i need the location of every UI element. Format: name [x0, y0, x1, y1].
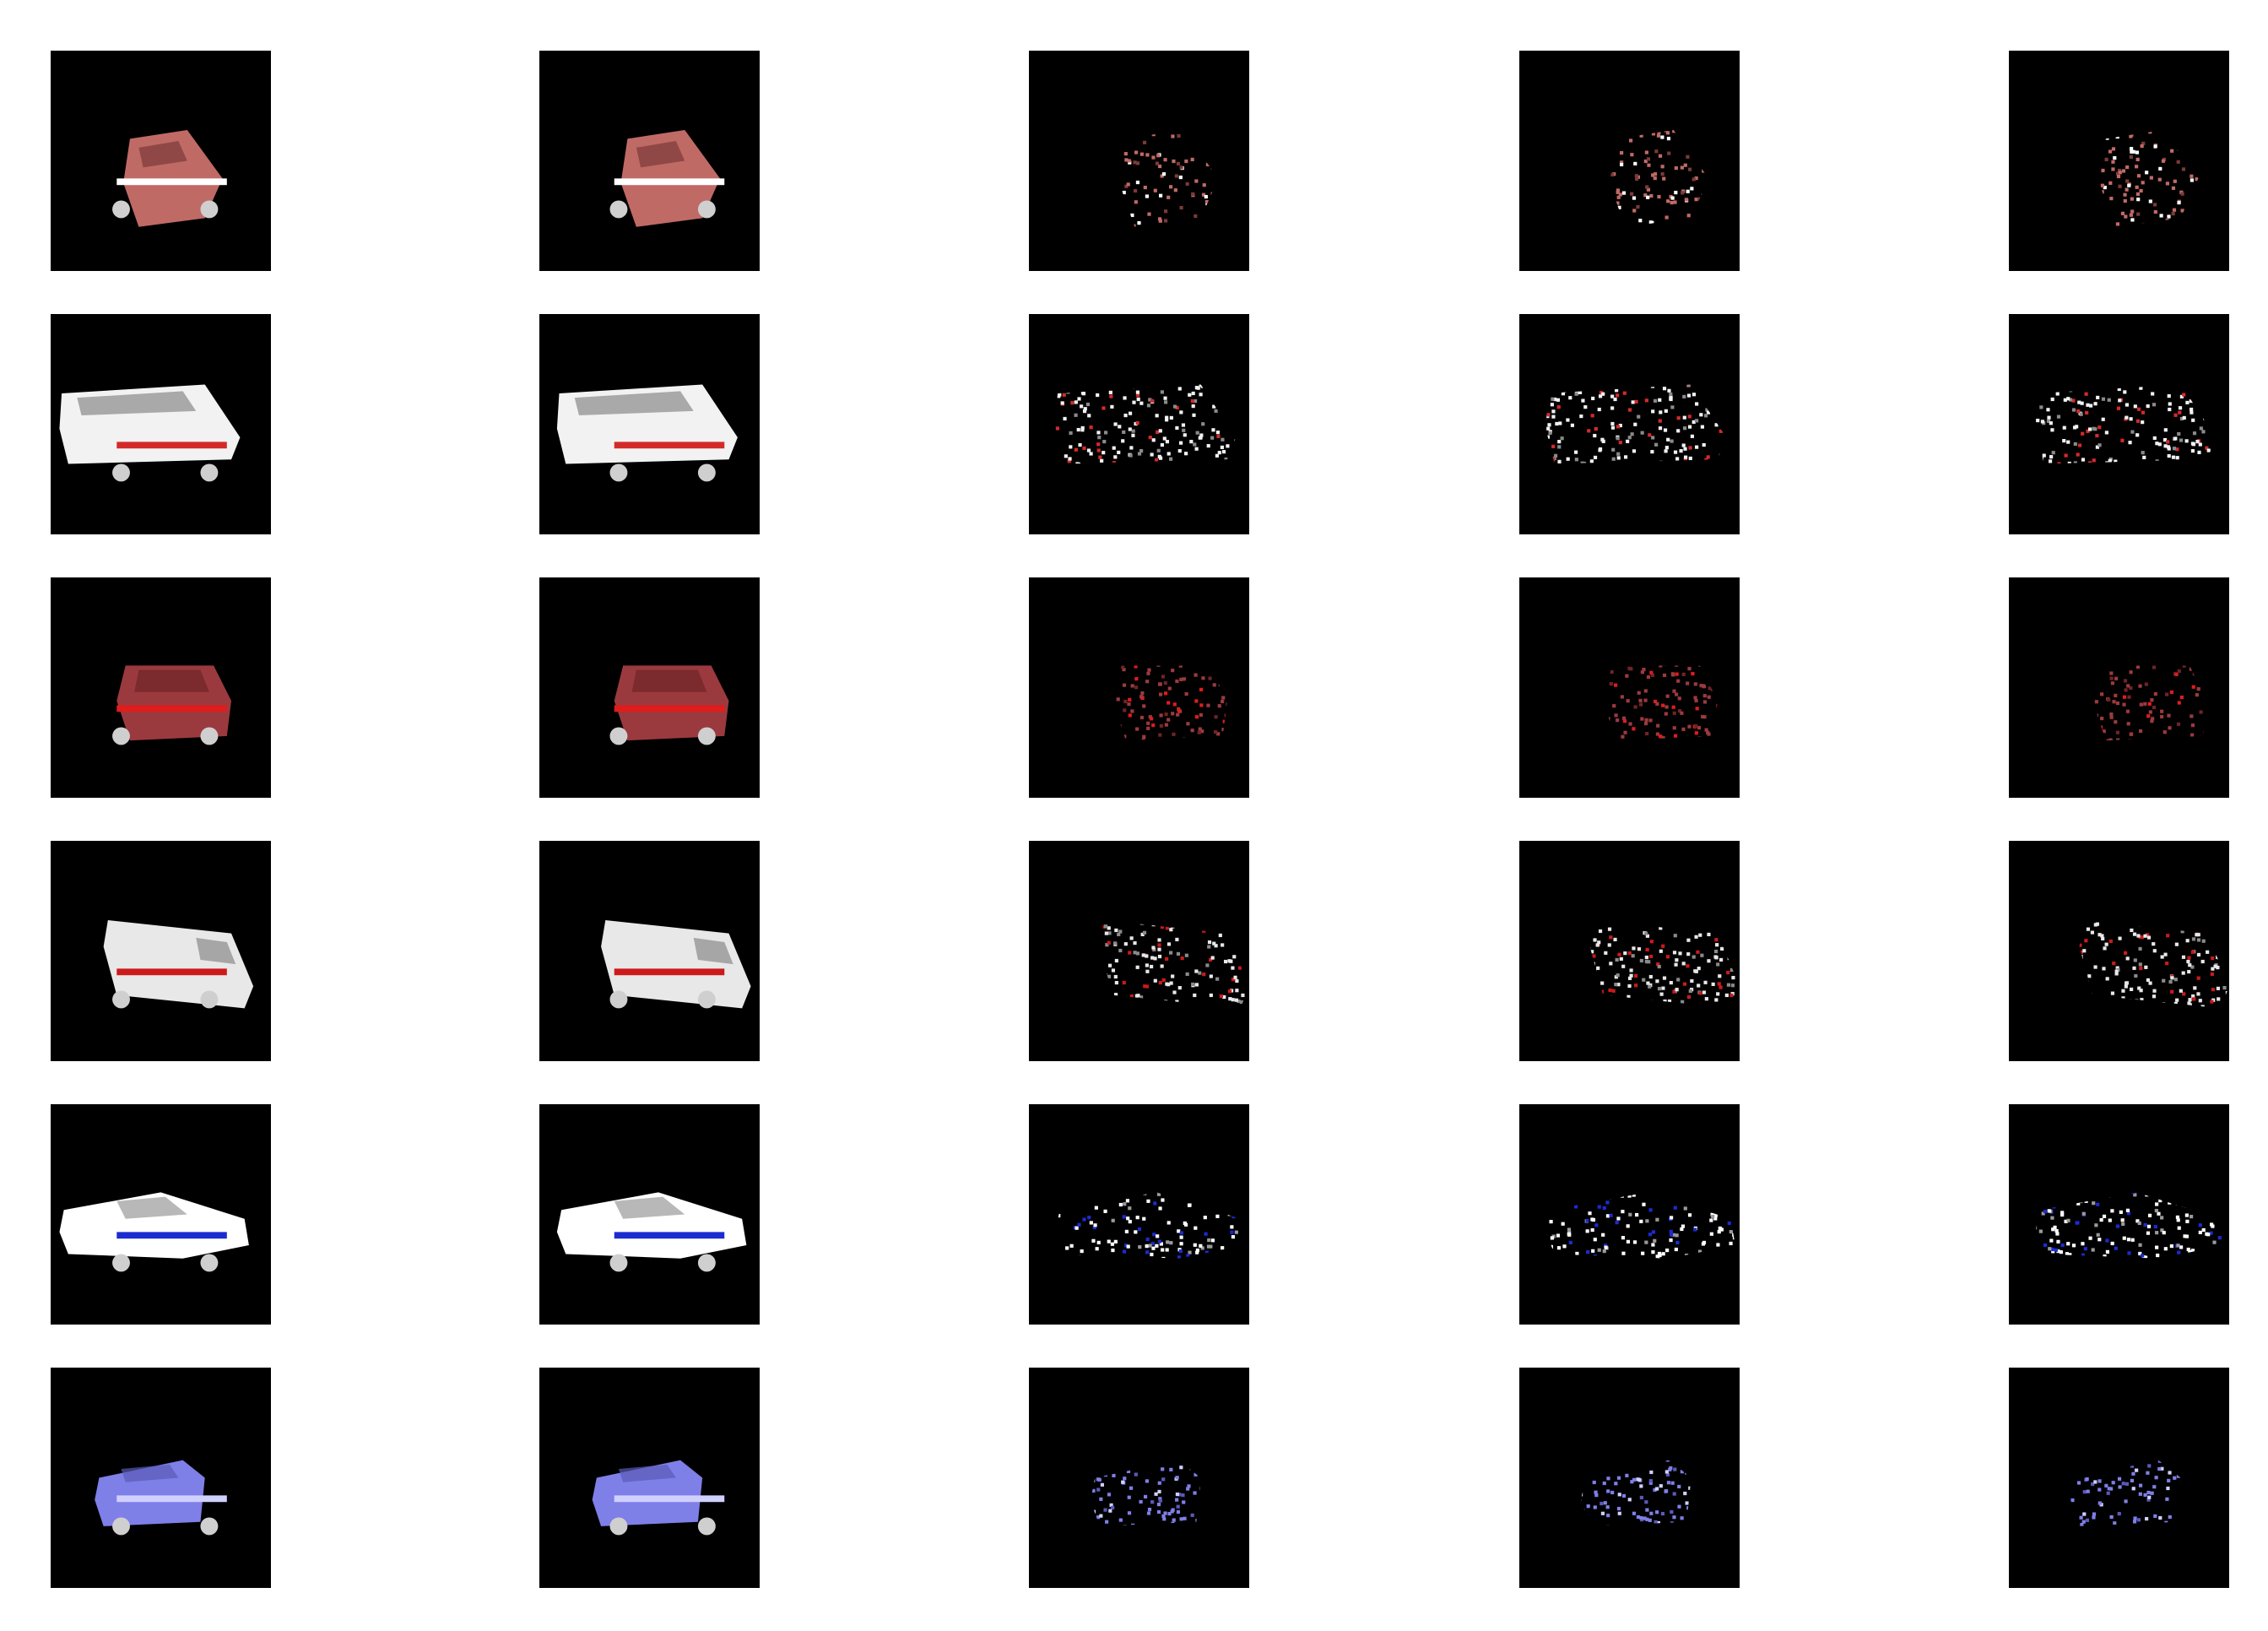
image-maroon-sedan-point-cloud-view — [1519, 577, 1740, 798]
image-fire-truck-point-cloud-view — [1519, 841, 1740, 1061]
image-red-roadster-car-point-cloud-view — [1519, 51, 1740, 271]
image-blue-sports-car-point-cloud-view — [1029, 1368, 1249, 1588]
image-blue-sports-car-point-cloud-view — [1519, 1368, 1740, 1588]
car-render — [556, 1192, 747, 1272]
car-render — [1589, 919, 1740, 1009]
car-render — [1055, 384, 1237, 464]
image-red-roadster-car-point-cloud-view — [1029, 51, 1249, 271]
image-white-ambulance-wagon-point-cloud-view — [1519, 314, 1740, 534]
image-white-ambulance-wagon-solid-reference-view — [51, 314, 271, 534]
image-maroon-sedan-solid-novel-view — [539, 577, 760, 798]
image-police-car-point-cloud-view — [1029, 1104, 1249, 1325]
image-fire-truck-solid-novel-view — [539, 841, 760, 1061]
image-maroon-sedan-point-cloud-view — [1029, 577, 1249, 798]
car-render — [556, 384, 738, 482]
car-render — [2079, 919, 2229, 1009]
image-police-car-point-cloud-view — [2009, 1104, 2229, 1325]
car-render — [2099, 129, 2199, 227]
image-fire-truck-point-cloud-view — [2009, 841, 2229, 1061]
image-maroon-sedan-point-cloud-view — [2009, 577, 2229, 798]
image-blue-sports-car-solid-reference-view — [51, 1368, 271, 1588]
car-render — [112, 129, 227, 227]
car-render — [59, 1192, 249, 1272]
image-maroon-sedan-solid-reference-view — [51, 577, 271, 798]
image-police-car-solid-reference-view — [51, 1104, 271, 1325]
car-render — [59, 384, 241, 482]
image-red-roadster-car-solid-reference-view — [51, 51, 271, 271]
image-white-ambulance-wagon-point-cloud-view — [1029, 314, 1249, 534]
image-red-roadster-car-point-cloud-view — [2009, 51, 2229, 271]
car-render — [2070, 1460, 2181, 1526]
car-render — [103, 919, 254, 1009]
car-render — [1545, 1192, 1735, 1259]
car-render — [95, 1460, 227, 1536]
car-render — [2092, 665, 2207, 741]
image-white-ambulance-wagon-point-cloud-view — [2009, 314, 2229, 534]
image-fire-truck-solid-reference-view — [51, 841, 271, 1061]
car-render — [609, 665, 729, 745]
image-blue-sports-car-point-cloud-view — [2009, 1368, 2229, 1588]
car-render — [1099, 919, 1249, 1009]
image-white-ambulance-wagon-solid-novel-view — [539, 314, 760, 534]
image-police-car-point-cloud-view — [1519, 1104, 1740, 1325]
car-render — [1581, 1460, 1692, 1526]
car-render — [1055, 1192, 1245, 1259]
image-red-roadster-car-solid-novel-view — [539, 51, 760, 271]
car-render — [1119, 129, 1219, 227]
car-render — [2035, 384, 2217, 464]
car-render — [592, 1460, 725, 1536]
car-render — [1545, 384, 1727, 464]
car-render — [2035, 1192, 2225, 1259]
car-render — [1112, 665, 1227, 741]
image-fire-truck-point-cloud-view — [1029, 841, 1249, 1061]
car-render — [1603, 665, 1718, 741]
car-render — [601, 919, 751, 1009]
car-render — [1610, 129, 1709, 227]
image-police-car-solid-novel-view — [539, 1104, 760, 1325]
car-render — [112, 665, 232, 745]
car-render — [1091, 1460, 1201, 1526]
image-blue-sports-car-solid-novel-view — [539, 1368, 760, 1588]
car-render — [609, 129, 725, 227]
